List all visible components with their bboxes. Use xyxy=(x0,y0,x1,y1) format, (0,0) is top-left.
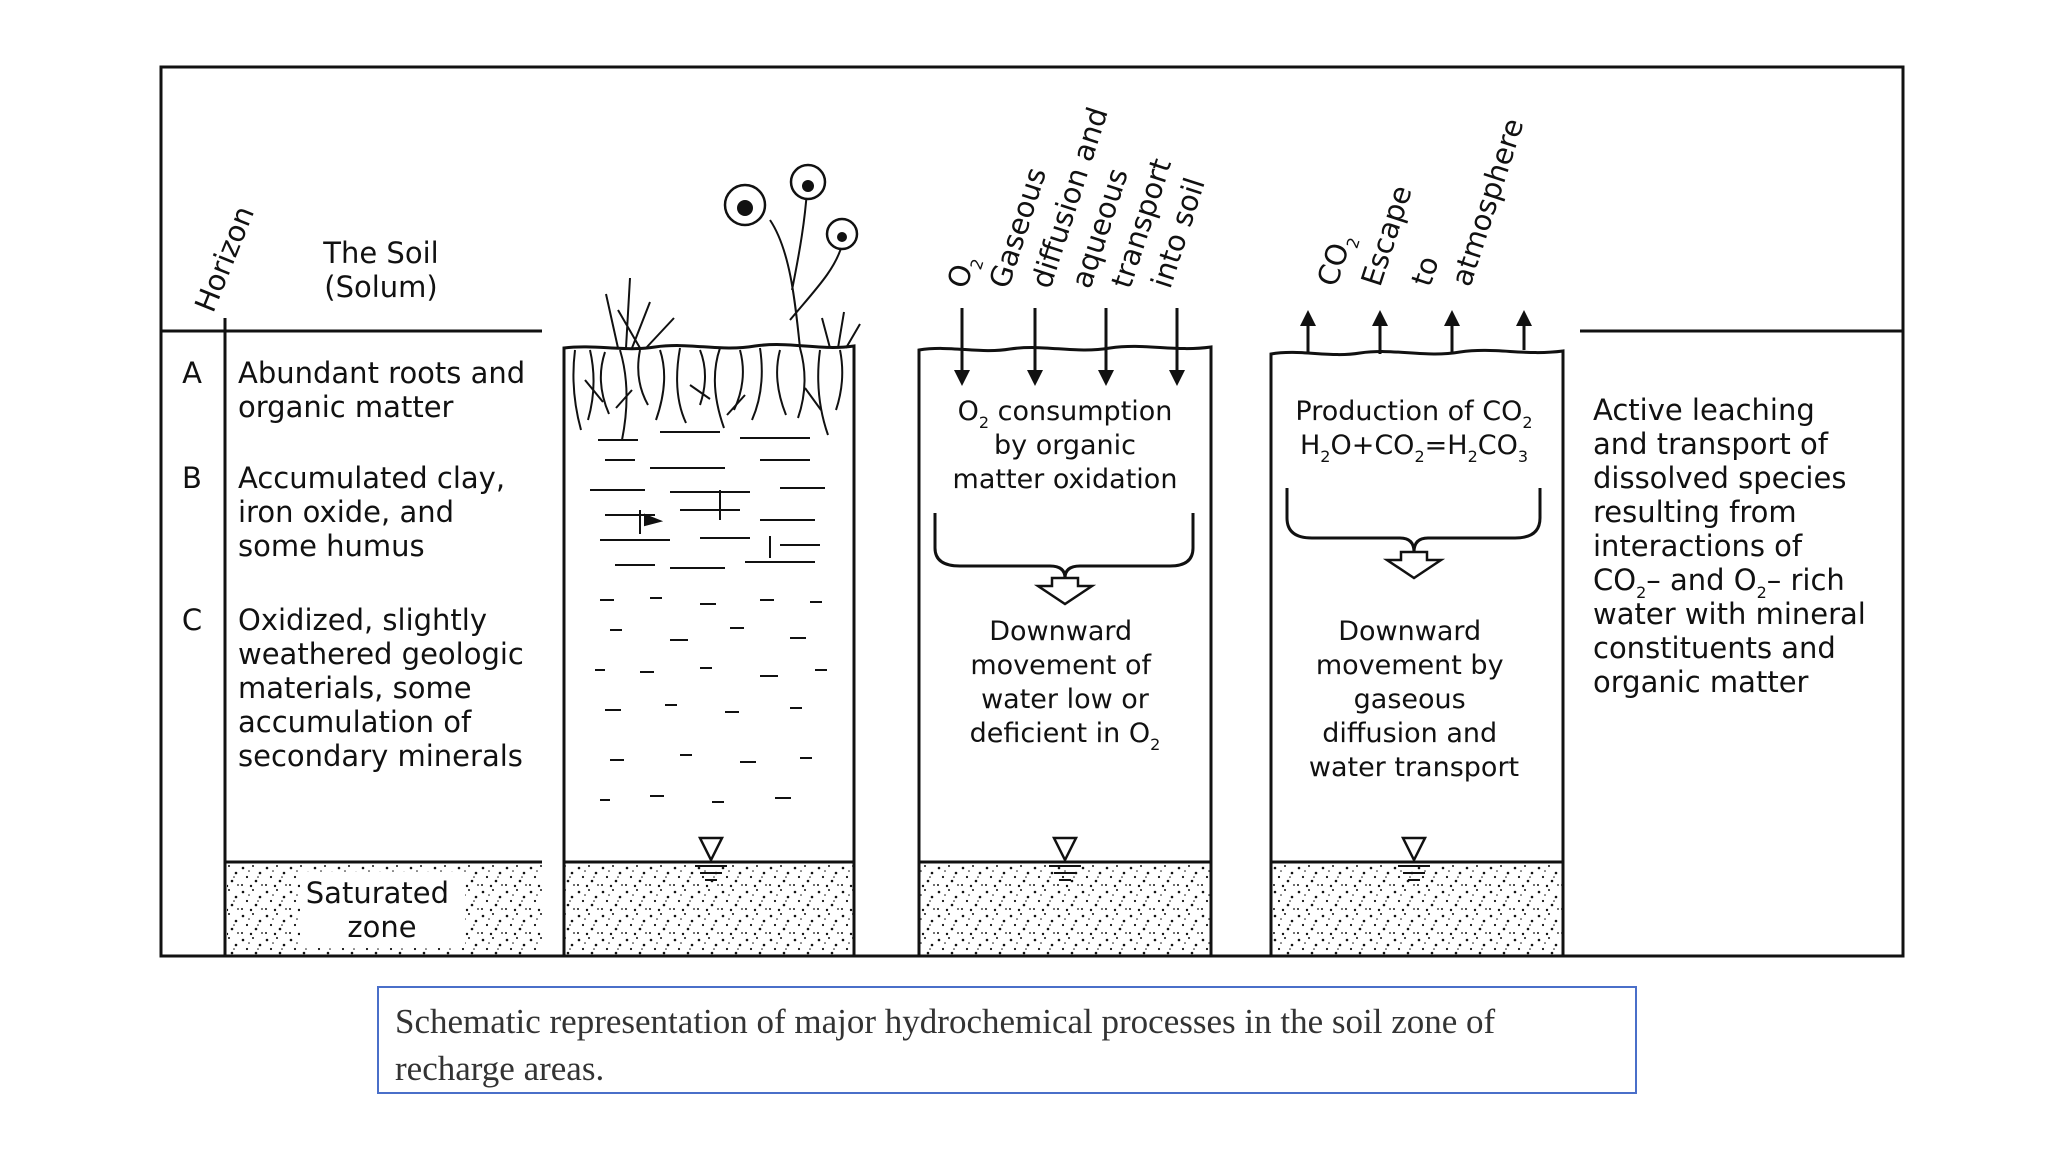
horizon-b-letter: B xyxy=(182,461,202,495)
down-arrows-icon xyxy=(954,308,1185,386)
matter-oxidation-text: matter oxidation xyxy=(953,464,1178,495)
col4-outline xyxy=(1269,348,1565,958)
brace-icon xyxy=(933,513,1195,579)
horizon-c-desc: Oxidized, slightly weathered geologic ma… xyxy=(238,603,533,773)
deficient-text: deficient in O2 xyxy=(970,718,1161,754)
soil-profile-outline xyxy=(562,343,856,958)
horizon-header: Horizon xyxy=(188,201,261,317)
leaching-co2-line: CO2– and O2– rich xyxy=(1593,563,1845,602)
up-arrows-icon xyxy=(1300,310,1532,354)
leaching-description: Active leaching and transport of dissolv… xyxy=(1593,393,1856,563)
carbonic-equation-text: H2O+CO2=H2CO3 xyxy=(1300,430,1528,466)
oxygen-column: O2 Gaseous diffusion and aqueous transpo… xyxy=(917,103,1213,958)
by-organic-text: by organic xyxy=(994,430,1136,461)
co2-top-label: CO2 xyxy=(1310,229,1364,292)
flower-plant-icon xyxy=(723,163,859,349)
saturated-zone-col3 xyxy=(919,862,1211,956)
o2-label: O2 xyxy=(940,250,987,293)
saturated-zone-profile xyxy=(564,862,854,956)
grass-icon xyxy=(605,277,861,349)
leaching-description-end: water with mineral constituents and orga… xyxy=(1593,597,1875,699)
saturated-zone-label: Saturated zone xyxy=(306,876,458,944)
soil-profile-column xyxy=(562,163,861,958)
water-table-icon xyxy=(695,836,727,881)
o2-consumption-text: O2 consumption xyxy=(958,396,1173,432)
horizon-b-desc: Accumulated clay, iron oxide, and some h… xyxy=(238,461,514,563)
roots-icon xyxy=(572,347,844,441)
soil-header-line1: The Soil xyxy=(322,236,438,270)
figure-caption: Schematic representation of major hydroc… xyxy=(377,986,1637,1094)
co2-column: CO2 Escape to atmosphere Production of C… xyxy=(1269,114,1565,958)
horizon-a-desc: Abundant roots and organic matter xyxy=(238,356,534,424)
to-label: to xyxy=(1404,252,1445,290)
downward-text-col4: Downward movement by gaseous diffusion a… xyxy=(1309,616,1519,783)
brace-icon-col4 xyxy=(1285,488,1542,553)
water-table-icon-col4 xyxy=(1398,836,1430,881)
weathered-dashes xyxy=(595,597,827,803)
production-co2-text: Production of CO2 xyxy=(1295,396,1532,432)
downward-text-col3: Downward movement of water low or xyxy=(970,616,1159,715)
horizon-c-letter: C xyxy=(182,603,202,637)
saturated-zone-col4 xyxy=(1271,862,1563,956)
water-table-icon-col3 xyxy=(1049,836,1081,881)
soil-header-line2: (Solum) xyxy=(324,270,437,304)
hollow-down-arrow-icon-col4 xyxy=(1382,550,1446,580)
saturated-label-bg xyxy=(300,872,465,948)
horizon-a-letter: A xyxy=(182,356,202,390)
clay-hatching xyxy=(590,431,825,569)
hollow-down-arrow-icon xyxy=(1033,576,1097,606)
atmosphere-label: atmosphere xyxy=(1444,114,1530,290)
